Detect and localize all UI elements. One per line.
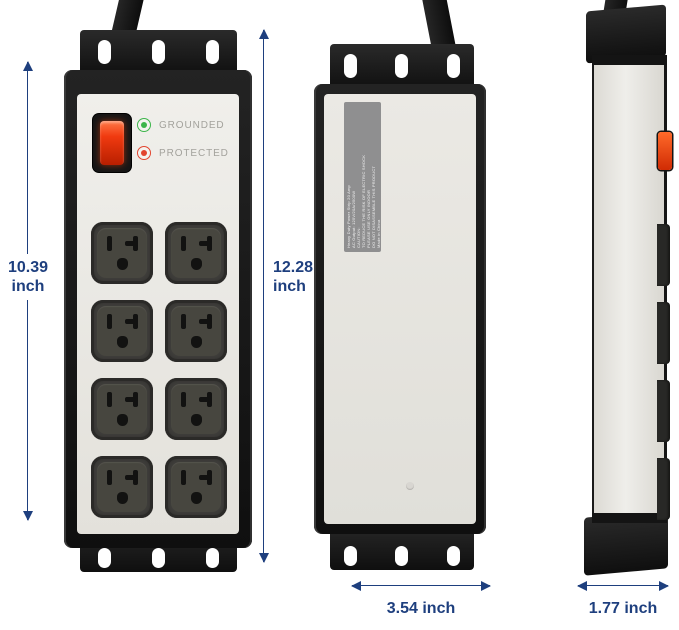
outlet-ground-hole	[117, 492, 128, 504]
mounting-hole	[206, 40, 219, 64]
power-switch-rocker[interactable]	[100, 121, 124, 165]
outlet-slot-neutral	[133, 314, 138, 329]
mounting-hole	[395, 54, 408, 78]
power-strip-back-view: Heavy Duty Power Strip 20 Amp AC Output:…	[314, 84, 486, 534]
outlet-slot-t	[199, 319, 209, 324]
mounting-bracket-front-top	[80, 30, 237, 76]
dimension-overall-height-unit: inch	[273, 278, 306, 295]
outlet-slot-t	[125, 241, 135, 246]
grounded-label: GROUNDED	[159, 119, 225, 131]
power-strip-side-view	[592, 55, 672, 523]
outlet[interactable]	[165, 300, 227, 362]
outlet-ground-hole	[191, 258, 202, 270]
outlet-slot-neutral	[133, 470, 138, 485]
mounting-hole	[206, 548, 219, 568]
outlet[interactable]	[165, 456, 227, 518]
side-outlet-profile	[657, 224, 670, 286]
mounting-bracket-back-top	[330, 44, 474, 90]
spec-line: Made in China	[376, 219, 381, 248]
mounting-hole	[98, 40, 111, 64]
dimension-width: 3.54 inch	[351, 581, 491, 617]
outlet-slot-hot	[181, 314, 186, 329]
outlet[interactable]	[165, 378, 227, 440]
outlet-slot-hot	[181, 470, 186, 485]
outlet-ground-hole	[191, 336, 202, 348]
outlet[interactable]	[91, 300, 153, 362]
mounting-hole	[152, 40, 165, 64]
side-bottom-cap	[592, 513, 667, 523]
outlet-slot-t	[199, 241, 209, 246]
outlet-ground-hole	[191, 492, 202, 504]
mounting-hole	[344, 546, 357, 566]
outlet-slot-hot	[107, 236, 112, 251]
power-strip-front-view: GROUNDED PROTECTED	[64, 70, 252, 548]
spec-label: Heavy Duty Power Strip 20 Amp AC Output:…	[344, 102, 381, 252]
side-outlet-profile	[657, 302, 670, 364]
mounting-hole	[344, 54, 357, 78]
grounded-led-icon	[137, 118, 151, 132]
outlet-slot-hot	[181, 392, 186, 407]
mounting-hole	[395, 546, 408, 566]
dimension-front-height-value: 10.39	[7, 259, 49, 276]
side-power-switch[interactable]	[658, 132, 672, 170]
outlet[interactable]	[165, 222, 227, 284]
dimension-depth-unit: inch	[624, 600, 658, 617]
outlet-slot-t	[125, 397, 135, 402]
outlet[interactable]	[91, 378, 153, 440]
back-panel: Heavy Duty Power Strip 20 Amp AC Output:…	[324, 94, 476, 524]
mounting-hole	[98, 548, 111, 568]
outlet-ground-hole	[117, 414, 128, 426]
outlet-slot-neutral	[207, 470, 212, 485]
mounting-hole	[447, 546, 460, 566]
outlet-slot-hot	[107, 392, 112, 407]
front-face-panel: GROUNDED PROTECTED	[77, 94, 239, 534]
outlet-slot-t	[125, 475, 135, 480]
outlet-slot-t	[199, 397, 209, 402]
outlet-slot-neutral	[207, 314, 212, 329]
outlet-grid	[91, 222, 227, 518]
outlet[interactable]	[91, 456, 153, 518]
outlet-slot-hot	[107, 470, 112, 485]
outlet-slot-neutral	[207, 236, 212, 251]
outlet-slot-hot	[181, 236, 186, 251]
outlet-ground-hole	[191, 414, 202, 426]
outlet-slot-neutral	[207, 392, 212, 407]
rivet-dot	[406, 482, 414, 490]
side-top-cap	[592, 55, 667, 65]
protected-label: PROTECTED	[159, 147, 229, 159]
outlet-slot-neutral	[133, 392, 138, 407]
outlet-ground-hole	[117, 258, 128, 270]
mounting-hole	[447, 54, 460, 78]
grounded-indicator: GROUNDED	[137, 118, 225, 132]
dimension-depth-value: 1.77	[588, 600, 620, 617]
dimension-front-height-unit: inch	[11, 278, 45, 295]
dimension-depth: 1.77 inch	[577, 581, 669, 617]
protected-indicator: PROTECTED	[137, 146, 229, 160]
dimension-width-unit: inch	[422, 600, 456, 617]
outlet-slot-t	[199, 475, 209, 480]
side-outlet-profile	[657, 458, 670, 520]
protected-led-icon	[137, 146, 151, 160]
dimension-overall-height: 12.28 inch	[259, 29, 313, 563]
dimension-overall-height-value: 12.28	[273, 259, 314, 276]
side-outlet-profile	[657, 380, 670, 442]
dimension-width-value: 3.54	[386, 600, 418, 617]
outlet-slot-neutral	[133, 236, 138, 251]
dimension-front-height: 10.39 inch	[5, 61, 51, 521]
mounting-hole	[152, 548, 165, 568]
outlet-slot-hot	[107, 314, 112, 329]
outlet-ground-hole	[117, 336, 128, 348]
outlet-slot-t	[125, 319, 135, 324]
power-switch[interactable]	[93, 114, 131, 172]
outlet[interactable]	[91, 222, 153, 284]
